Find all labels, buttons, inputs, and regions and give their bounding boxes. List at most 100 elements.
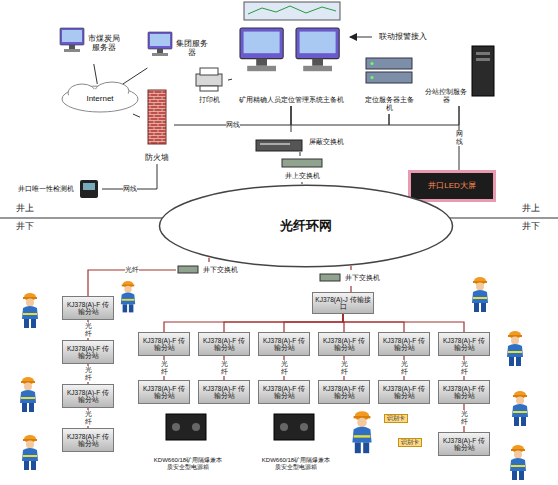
edge-label: 光纤 <box>401 360 408 375</box>
node-label: KJ378(A)-F 传输分站 <box>65 345 111 360</box>
connector <box>343 314 464 332</box>
node-label: 市煤炭局服务器 <box>88 34 120 52</box>
node-label: KJ378(A)-F 传输分站 <box>201 385 247 400</box>
node-label: KJ378(A)-F 传输分站 <box>441 337 487 352</box>
connector <box>88 270 176 296</box>
edge-label: 光纤 <box>125 266 139 274</box>
device-node: 市煤炭局服务器 <box>58 22 122 64</box>
node-label: 定位服务器主备机 <box>362 96 416 112</box>
device-node: 打印机 <box>190 64 228 106</box>
id-card-tag: 识别卡 <box>384 414 408 423</box>
device-node: 井下交换机 <box>176 262 242 278</box>
device-node: 井上交换机 <box>270 156 334 182</box>
edge-label: 光纤 <box>161 360 168 375</box>
zone-label: 井上 <box>522 204 540 214</box>
connector <box>300 152 301 156</box>
device-node: 井下交换机 <box>318 270 384 286</box>
device-node: KDW660/18矿用隔爆兼本质安全型电源箱 <box>258 412 334 472</box>
node-label: KJ378(A)-F 传输分站 <box>65 389 111 404</box>
device-node: KDW660/18矿用隔爆兼本质安全型电源箱 <box>150 412 226 472</box>
node-label: 矿用精确人员定位管理系统主备机 <box>239 96 344 104</box>
text-node: 联动报警接入 <box>372 30 434 44</box>
connector <box>291 106 292 132</box>
edge-label: 光纤 <box>461 410 468 425</box>
connector <box>343 314 404 332</box>
node-label: 井上交换机 <box>285 172 320 180</box>
connector <box>228 79 232 80</box>
node-label: 集团服务器 <box>176 39 208 57</box>
node-label: KJ378(A)-F 传输分站 <box>381 337 427 352</box>
zone-label: 井上 <box>16 204 34 214</box>
station-box: KJ378(A)-F 传输分站 <box>378 332 430 356</box>
station-box: KJ378(A)-F 传输分站 <box>318 332 370 356</box>
node-label: 井下交换机 <box>203 266 238 273</box>
node-label: 井口唯一性检测机 <box>18 185 74 193</box>
station-box: KJ378(A)-F 传输分站 <box>62 340 114 364</box>
station-box: KJ378(A)-F 传输分站 <box>62 296 114 320</box>
station-box: KJ378(A)-F 传输分站 <box>258 380 310 404</box>
edge-label: 光纤 <box>85 410 92 425</box>
edge-label: 光纤 <box>341 360 348 375</box>
node-label: KJ378(A)-J 传输接口 <box>315 296 371 311</box>
station-box: KJ378(A)-F 传输分站 <box>258 332 310 356</box>
node-label: 井口LED大屏 <box>428 181 476 190</box>
node-label: 分站控制服务器 <box>422 88 470 104</box>
zone-label: 井下 <box>16 222 34 232</box>
connector <box>94 64 98 84</box>
node-label: 光纤环网 <box>280 219 332 234</box>
node-label: 防火墙 <box>145 153 169 162</box>
connector <box>164 314 343 332</box>
edge-label: 光纤 <box>85 366 92 381</box>
node-label: 井下交换机 <box>345 274 380 281</box>
station-box: KJ378(A)-F 传输分站 <box>198 380 250 404</box>
node-label: 联动报警接入 <box>379 32 427 41</box>
led-screen: 井口LED大屏 <box>408 170 496 202</box>
text-node: Internet <box>60 84 140 114</box>
node-label: KDW660/18矿用隔爆兼本质安全型电源箱 <box>260 457 332 471</box>
device-node: 防火墙 <box>140 86 174 164</box>
node-label: KJ378(A)-F 传输分站 <box>441 385 487 400</box>
node-label: Internet <box>86 94 113 103</box>
edge-label: 光纤 <box>281 360 288 375</box>
node-label: KJ378(A)-F 传输分站 <box>321 337 367 352</box>
ring-network: 光纤环网 <box>158 184 454 268</box>
connector <box>284 314 343 332</box>
connector <box>302 182 303 184</box>
edge-label: 网线 <box>226 121 240 129</box>
connector <box>291 106 389 125</box>
device-node: 定位服务器主备机 <box>360 52 418 114</box>
node-label: KJ378(A)-F 传输分站 <box>65 433 111 448</box>
connector <box>123 68 147 84</box>
station-box: KJ378(A)-J 传输接口 <box>312 292 374 314</box>
node-label: KJ378(A)-F 传输分站 <box>321 385 367 400</box>
station-box: KJ378(A)-F 传输分站 <box>138 380 190 404</box>
station-box: KJ378(A)-F 传输分站 <box>138 332 190 356</box>
edge-label: 网线 <box>123 185 137 193</box>
connector <box>389 106 459 125</box>
edge-label: 光纤 <box>85 322 92 337</box>
connector <box>133 114 140 117</box>
node-label: KDW660/18矿用隔爆兼本质安全型电源箱 <box>152 457 224 471</box>
id-card-tag: 识别卡 <box>398 438 422 447</box>
device-node: 屏蔽交换机 <box>252 132 348 152</box>
device-node: 集团服务器 <box>146 28 210 68</box>
node-label: KJ378(A)-F 传输分站 <box>201 337 247 352</box>
station-box: KJ378(A)-F 传输分站 <box>378 380 430 404</box>
edge-label: 网线 <box>456 130 463 145</box>
edge-label: 光纤 <box>221 360 228 375</box>
edge-label: 光纤 <box>461 360 468 375</box>
connector <box>350 266 351 270</box>
node-label: 屏蔽交换机 <box>309 138 344 146</box>
station-box: KJ378(A)-F 传输分站 <box>198 332 250 356</box>
node-label: KJ378(A)-F 传输分站 <box>141 337 187 352</box>
node-label: KJ378(A)-F 传输分站 <box>261 337 307 352</box>
device-node: 井口唯一性检测机 <box>14 176 102 202</box>
station-box: KJ378(A)-F 传输分站 <box>438 332 490 356</box>
station-box: KJ378(A)-F 传输分站 <box>62 384 114 408</box>
connector <box>350 37 372 38</box>
node-label: KJ378(A)-F 传输分站 <box>65 301 111 316</box>
node-label: KJ378(A)-F 传输分站 <box>381 385 427 400</box>
station-box: KJ378(A)-F 传输分站 <box>318 380 370 404</box>
node-label: KJ378(A)-F 传输分站 <box>261 385 307 400</box>
station-box: KJ378(A)-F 传输分站 <box>438 380 490 404</box>
